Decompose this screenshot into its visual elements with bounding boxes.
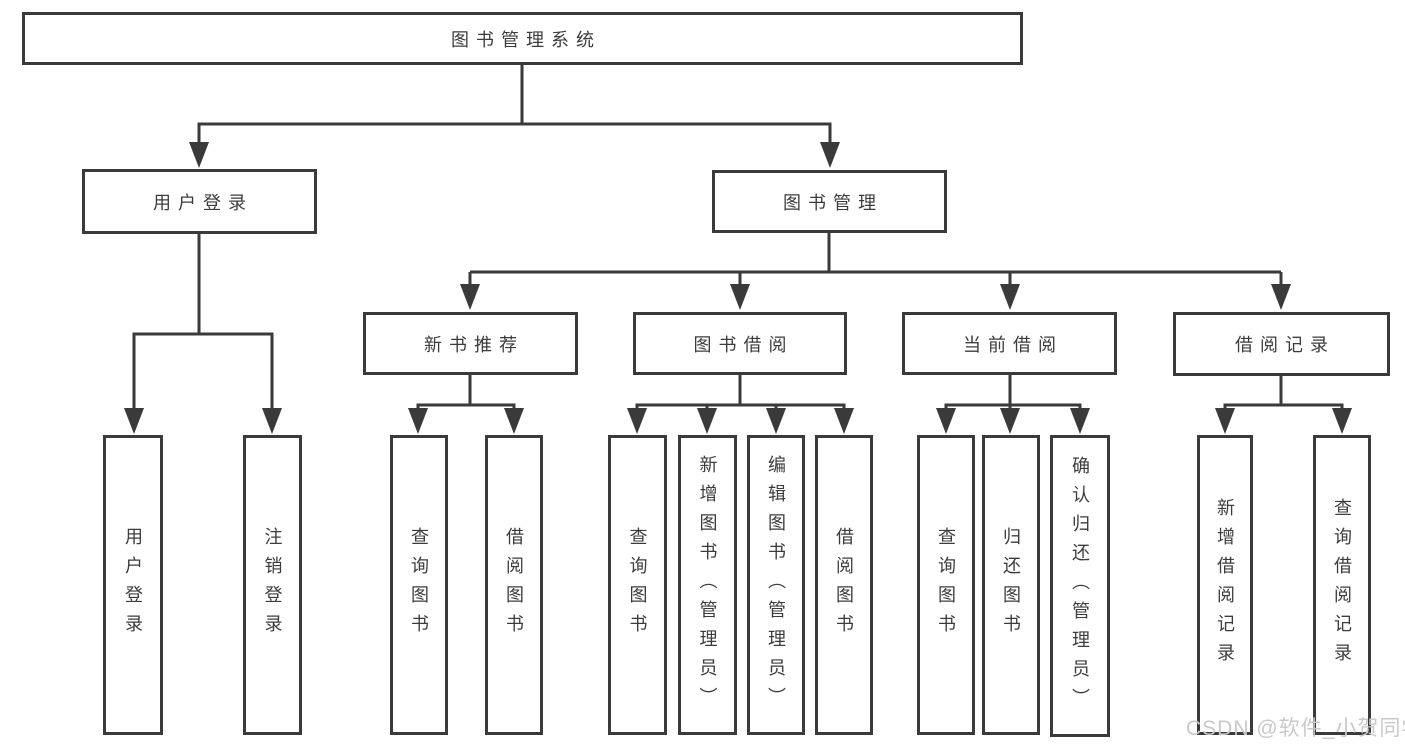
leaf-query-borrow-record-label: 查询借阅记录 xyxy=(1332,498,1352,672)
node-book-borrow: 图书借阅 xyxy=(633,312,847,375)
leaf-recommend-borrow-books: 借阅图书 xyxy=(485,435,543,735)
node-new-book-recommend-label: 新书推荐 xyxy=(424,334,524,355)
leaf-recommend-query-books: 查询图书 xyxy=(390,435,448,735)
leaf-borrow-books-label: 借阅图书 xyxy=(834,527,854,643)
node-user-login: 用户登录 xyxy=(82,169,317,234)
leaf-confirm-return-admin-label: 确认归还（管理员） xyxy=(1070,455,1090,717)
connector-userlogin-to-leaves xyxy=(132,234,274,414)
leaf-user-login-label: 用户登录 xyxy=(123,527,143,643)
leaf-current-query-books: 查询图书 xyxy=(917,435,975,735)
node-book-management-label: 图书管理 xyxy=(783,192,883,213)
leaf-recommend-borrow-books-label: 借阅图书 xyxy=(504,527,524,643)
leaf-query-borrow-record: 查询借阅记录 xyxy=(1313,435,1371,735)
leaf-logout: 注销登录 xyxy=(243,435,302,735)
node-current-borrow-label: 当前借阅 xyxy=(963,334,1063,355)
leaf-borrow-books: 借阅图书 xyxy=(815,435,873,735)
csdn-watermark: CSDN @软件_小贺同学 xyxy=(1186,717,1405,740)
node-borrow-records-label: 借阅记录 xyxy=(1235,335,1335,355)
leaf-edit-books-admin-label: 编辑图书（管理员） xyxy=(766,454,786,716)
node-current-borrow: 当前借阅 xyxy=(902,312,1117,375)
connector-records-to-leaves xyxy=(1223,374,1344,414)
leaf-recommend-query-books-label: 查询图书 xyxy=(409,527,429,643)
leaf-confirm-return-admin: 确认归还（管理员） xyxy=(1050,435,1110,737)
node-root-system: 图书管理系统 xyxy=(22,12,1023,65)
arrowheads xyxy=(124,142,1352,434)
leaf-current-query-books-label: 查询图书 xyxy=(936,527,956,643)
leaf-add-books-admin: 新增图书（管理员） xyxy=(678,435,737,735)
leaf-add-borrow-record-label: 新增借阅记录 xyxy=(1215,498,1235,672)
leaf-user-login: 用户登录 xyxy=(103,435,163,735)
leaf-edit-books-admin: 编辑图书（管理员） xyxy=(747,435,805,735)
node-user-login-label: 用户登录 xyxy=(153,192,253,213)
connector-management-to-level2 xyxy=(468,233,1283,292)
node-root-system-label: 图书管理系统 xyxy=(451,29,601,50)
leaf-add-books-admin-label: 新增图书（管理员） xyxy=(697,454,718,716)
leaf-return-books-label: 归还图书 xyxy=(1001,527,1021,643)
connector-borrow-to-leaves xyxy=(635,374,846,414)
node-borrow-records: 借阅记录 xyxy=(1173,312,1390,376)
connector-root-to-level1 xyxy=(197,65,832,148)
connector-recommend-to-leaves xyxy=(416,374,516,414)
node-book-management: 图书管理 xyxy=(712,170,947,233)
leaf-borrow-query-books: 查询图书 xyxy=(608,435,667,735)
node-new-book-recommend: 新书推荐 xyxy=(363,312,578,375)
leaf-add-borrow-record: 新增借阅记录 xyxy=(1197,435,1253,735)
node-book-borrow-label: 图书借阅 xyxy=(693,334,794,355)
leaf-logout-label: 注销登录 xyxy=(262,527,283,643)
leaf-borrow-query-books-label: 查询图书 xyxy=(627,527,648,643)
leaf-return-books: 归还图书 xyxy=(982,435,1040,735)
